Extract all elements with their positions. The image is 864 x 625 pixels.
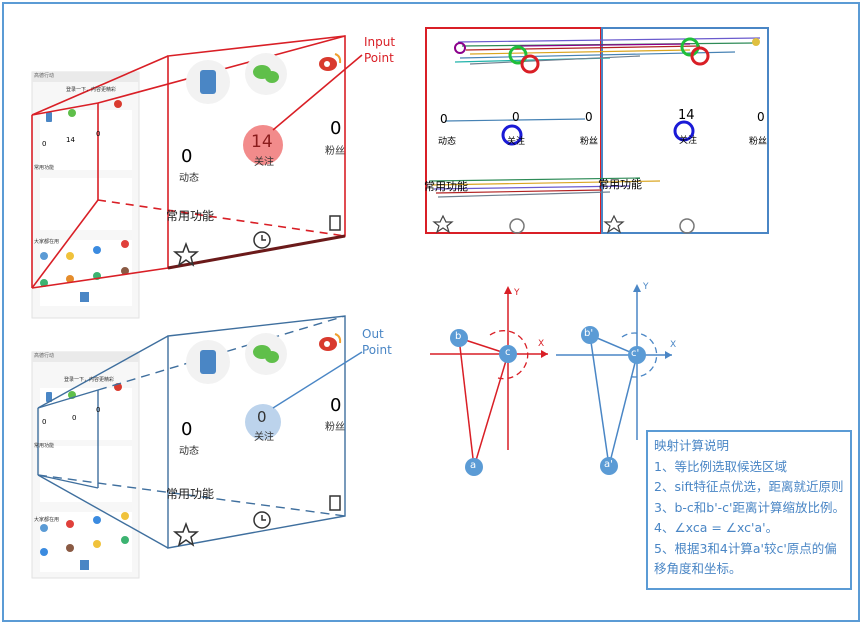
mapping-explanation: 映射计算说明 1、等比例选取候选区域 2、sift特征点优选，距离就近原则 3、… (646, 430, 852, 590)
explanation-line-1: 1、等比例选取候选区域 (654, 458, 787, 474)
wechat-icon (245, 53, 287, 95)
phone-top-section: 常用功能 (34, 165, 55, 171)
match-left-func: 常用功能 (424, 180, 468, 193)
match-left-count-a: 0 (440, 112, 448, 126)
phone-icon-bottom (186, 340, 230, 384)
match-left-count-c: 0 (585, 110, 593, 124)
clock-icon-bottom (253, 511, 271, 529)
geometry-right (556, 284, 672, 475)
match-left-label-b: 关注 (507, 137, 526, 147)
wechat-icon-bottom (245, 333, 287, 375)
explanation-line-4: 4、∠xca = ∠xc'a'。 (654, 520, 779, 535)
match-right-label-b: 关注 (679, 136, 698, 146)
phone-top-stat-3: 0 (96, 130, 101, 138)
match-right-func: 常用功能 (598, 178, 642, 191)
bottom-count-center: 0 (257, 408, 267, 426)
axis-y-right: Y (643, 282, 649, 292)
phone-top-greeting: 登录一下，内容更精彩 (66, 87, 117, 93)
center-highlight-top (243, 125, 283, 165)
top-label-left: 动态 (179, 173, 199, 184)
match-left-count-b: 0 (512, 110, 520, 124)
point-a-prime-label: a' (604, 459, 613, 470)
sift-match-view (425, 27, 769, 234)
bottom-func-label: 常用功能 (166, 487, 215, 501)
match-right-count-b: 14 (678, 108, 695, 123)
phone-bottom-section: 常用功能 (34, 443, 55, 449)
axis-x-right: X (670, 340, 677, 350)
point-b-label: b (455, 331, 462, 342)
top-label-center: 关注 (254, 157, 274, 168)
phone-top-status: 高德行动 (34, 73, 55, 79)
explanation-line-2: 2、sift特征点优选，距离就近原则 (654, 479, 844, 494)
phone-top-stat-2: 14 (66, 136, 75, 144)
point-c-label: c (505, 347, 511, 358)
phone-bottom-stat-2: 0 (72, 414, 77, 422)
point-c-prime-label: c' (631, 348, 640, 359)
top-label-right: 粉丝 (325, 146, 345, 157)
axis-x-left: X (538, 339, 545, 349)
feedback-icon (329, 215, 341, 231)
bottom-label-right: 粉丝 (325, 422, 345, 433)
star-icon-bottom (172, 521, 200, 547)
phone-bottom-stat-3: 0 (96, 406, 101, 414)
phone-bottom-section2: 大家都在用 (34, 517, 60, 523)
explanation-title: 映射计算说明 (654, 438, 730, 453)
explanation-line-3: 3、b-c和b'-c'距离计算缩放比例。 (654, 499, 845, 515)
clock-icon (253, 231, 271, 249)
phone-bottom-stat-1: 0 (42, 418, 47, 426)
phone-bottom-status: 高德行动 (34, 353, 55, 359)
input-point-label: Input Point (364, 35, 396, 65)
phone-bottom-greeting: 登录一下，内容更精彩 (64, 377, 115, 383)
match-left-label-a: 动态 (438, 137, 457, 147)
phone-screenshot-bottom (31, 351, 140, 579)
weibo-icon-bottom (319, 333, 342, 351)
bottom-count-left: 0 (181, 419, 193, 440)
top-count-center: 14 (251, 132, 273, 152)
top-func-label: 常用功能 (166, 209, 215, 223)
match-right-label-c: 粉丝 (749, 137, 768, 147)
phone-top-section2: 大家都在用 (34, 239, 60, 245)
output-point-label: Out Point (362, 327, 392, 357)
top-count-left: 0 (181, 146, 193, 167)
phone-screenshot-top (31, 71, 140, 319)
explanation-line-5: 5、根据3和4计算a'较c'原点的偏 (654, 540, 837, 556)
point-b-prime-label: b' (584, 328, 594, 339)
feedback-icon-bottom (329, 495, 341, 511)
star-icon (172, 241, 200, 267)
axis-y-left: Y (514, 288, 520, 298)
explanation-line-6: 移角度和坐标。 (654, 561, 742, 576)
bottom-count-right: 0 (330, 395, 342, 416)
phone-icon (186, 60, 230, 104)
center-highlight-bottom (245, 404, 281, 440)
weibo-icon (319, 53, 342, 71)
geometry-left (430, 286, 548, 476)
point-a-label: a (470, 460, 477, 471)
bottom-label-left: 动态 (179, 446, 199, 457)
phone-top-stat-1: 0 (42, 140, 47, 148)
top-count-right: 0 (330, 118, 342, 139)
match-right-count-c: 0 (757, 110, 765, 124)
match-left-label-c: 粉丝 (580, 137, 599, 147)
bottom-label-center: 关注 (254, 432, 274, 443)
